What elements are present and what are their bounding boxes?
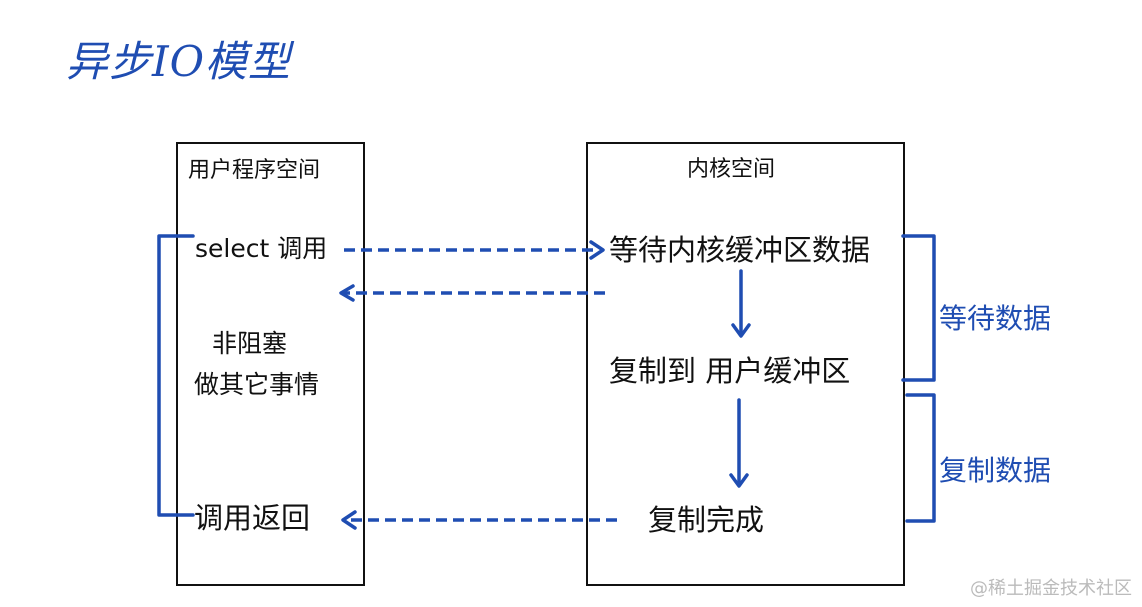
call-return-label: 调用返回 [194,501,311,535]
diagram-title: 异步IO模型 [66,37,292,86]
user-flow-left-bracket [157,234,195,517]
wait-buffer-label: 等待内核缓冲区数据 [609,233,871,267]
nonblocking-label: 非阻塞 [212,329,288,358]
copy-to-user-label: 复制到 用户缓冲区 [609,354,851,388]
wait-data-bracket-label: 等待数据 [939,302,1052,335]
do-other-label: 做其它事情 [194,370,320,399]
copy-done-label: 复制完成 [648,503,765,537]
kernel-space-header: 内核空间 [687,157,776,182]
kernel-down-arrow-2 [729,398,749,488]
user-space-box [176,142,365,586]
select-call-label: select 调用 [195,234,328,263]
nonblocking-return-arrow [339,284,605,302]
wait-data-bracket [901,234,936,382]
copy-return-arrow [341,510,617,530]
copy-data-bracket [905,393,936,523]
kernel-space-box [586,142,905,586]
user-space-header: 用户程序空间 [188,158,321,183]
copy-data-bracket-label: 复制数据 [939,454,1052,487]
watermark: @稀土掘金技术社区 [970,578,1132,599]
select-request-arrow [344,240,605,260]
kernel-down-arrow-1 [731,269,751,338]
